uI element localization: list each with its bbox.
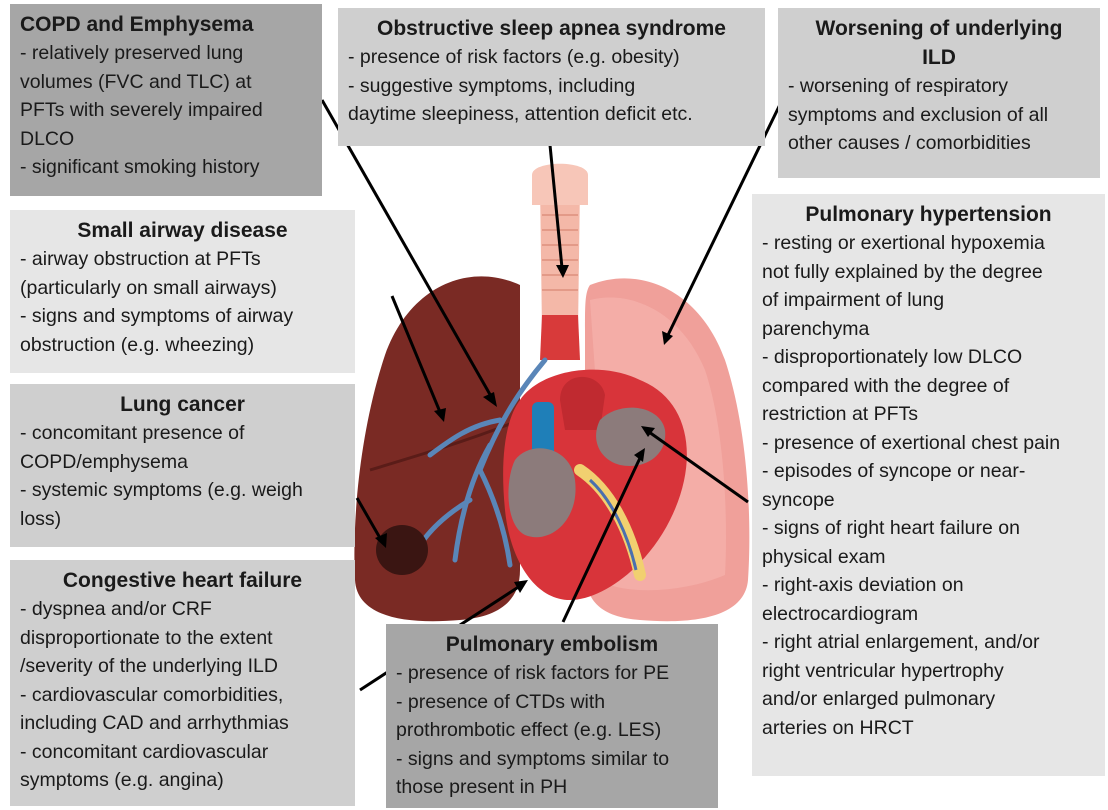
ph-line: arteries on HRCT bbox=[762, 714, 1095, 743]
ph-line: physical exam bbox=[762, 543, 1095, 572]
ph-line: - resting or exertional hypoxemia bbox=[762, 229, 1095, 258]
copd-line: - relatively preserved lung bbox=[20, 39, 312, 68]
ph-line: - disproportionately low DLCO bbox=[762, 343, 1095, 372]
small-airway-line: - signs and symptoms of airway bbox=[20, 302, 345, 331]
pe-line: those present in PH bbox=[396, 773, 708, 802]
ph-line: - signs of right heart failure on bbox=[762, 514, 1095, 543]
small-airway-line: (particularly on small airways) bbox=[20, 274, 345, 303]
lung-cancer-line: - concomitant presence of bbox=[20, 419, 345, 448]
ild-line: other causes / comorbidities bbox=[788, 129, 1090, 158]
copd-line: volumes (FVC and TLC) at bbox=[20, 68, 312, 97]
chf-line: symptoms (e.g. angina) bbox=[20, 766, 345, 795]
ild-title: ILD bbox=[788, 43, 1090, 72]
pe-line: prothrombotic effect (e.g. LES) bbox=[396, 716, 708, 745]
ph-line: not fully explained by the degree bbox=[762, 258, 1095, 287]
lung-cancer-title: Lung cancer bbox=[20, 390, 345, 419]
small-airway-line: obstruction (e.g. wheezing) bbox=[20, 331, 345, 360]
chf-line: - dyspnea and/or CRF bbox=[20, 595, 345, 624]
ild-line: - worsening of respiratory bbox=[788, 72, 1090, 101]
lung-cancer-line: loss) bbox=[20, 505, 345, 534]
osa-title: Obstructive sleep apnea syndrome bbox=[348, 14, 755, 43]
chf-line: - concomitant cardiovascular bbox=[20, 738, 345, 767]
pe-title: Pulmonary embolism bbox=[396, 630, 708, 659]
ph-line: parenchyma bbox=[762, 315, 1095, 344]
ph-line: electrocardiogram bbox=[762, 600, 1095, 629]
chf-box: Congestive heart failure - dyspnea and/o… bbox=[10, 560, 355, 806]
larynx bbox=[532, 164, 588, 205]
copd-box: COPD and Emphysema - relatively preserve… bbox=[10, 4, 322, 196]
chf-line: /severity of the underlying ILD bbox=[20, 652, 345, 681]
main-bronchus bbox=[540, 315, 580, 360]
ph-line: restriction at PFTs bbox=[762, 400, 1095, 429]
chf-line: including CAD and arrhythmias bbox=[20, 709, 345, 738]
pe-line: - presence of risk factors for PE bbox=[396, 659, 708, 688]
ph-line: compared with the degree of bbox=[762, 372, 1095, 401]
chf-title: Congestive heart failure bbox=[20, 566, 345, 595]
copd-title: COPD and Emphysema bbox=[20, 10, 312, 39]
small-airway-box: Small airway disease - airway obstructio… bbox=[10, 210, 355, 373]
osa-line: - presence of risk factors (e.g. obesity… bbox=[348, 43, 755, 72]
ph-title: Pulmonary hypertension bbox=[762, 200, 1095, 229]
osa-box: Obstructive sleep apnea syndrome - prese… bbox=[338, 8, 765, 146]
small-airway-line: - airway obstruction at PFTs bbox=[20, 245, 345, 274]
pe-line: - signs and symptoms similar to bbox=[396, 745, 708, 774]
pe-line: - presence of CTDs with bbox=[396, 688, 708, 717]
lung-cancer-line: - systemic symptoms (e.g. weigh bbox=[20, 476, 345, 505]
copd-line: - significant smoking history bbox=[20, 153, 312, 182]
ph-line: syncope bbox=[762, 486, 1095, 515]
small-airway-title: Small airway disease bbox=[20, 216, 345, 245]
ph-line: of impairment of lung bbox=[762, 286, 1095, 315]
chf-line: - cardiovascular comorbidities, bbox=[20, 681, 345, 710]
ild-title: Worsening of underlying bbox=[788, 14, 1090, 43]
aorta bbox=[560, 377, 605, 430]
ph-line: - right atrial enlargement, and/or bbox=[762, 628, 1095, 657]
tumor bbox=[376, 525, 428, 575]
ph-box: Pulmonary hypertension - resting or exer… bbox=[752, 194, 1105, 776]
ph-line: - right-axis deviation on bbox=[762, 571, 1095, 600]
lung-cancer-line: COPD/emphysema bbox=[20, 448, 345, 477]
osa-line: daytime sleepiness, attention deficit et… bbox=[348, 100, 755, 129]
pe-box: Pulmonary embolism - presence of risk fa… bbox=[386, 624, 718, 808]
ph-line: and/or enlarged pulmonary bbox=[762, 685, 1095, 714]
ph-line: right ventricular hypertrophy bbox=[762, 657, 1095, 686]
lung-cancer-box: Lung cancer - concomitant presence of CO… bbox=[10, 384, 355, 547]
copd-line: DLCO bbox=[20, 125, 312, 154]
chf-line: disproportionate to the extent bbox=[20, 624, 345, 653]
copd-line: PFTs with severely impaired bbox=[20, 96, 312, 125]
ph-line: - episodes of syncope or near- bbox=[762, 457, 1095, 486]
ild-box: Worsening of underlying ILD - worsening … bbox=[778, 8, 1100, 178]
ild-line: symptoms and exclusion of all bbox=[788, 101, 1090, 130]
osa-line: - suggestive symptoms, including bbox=[348, 72, 755, 101]
ph-line: - presence of exertional chest pain bbox=[762, 429, 1095, 458]
